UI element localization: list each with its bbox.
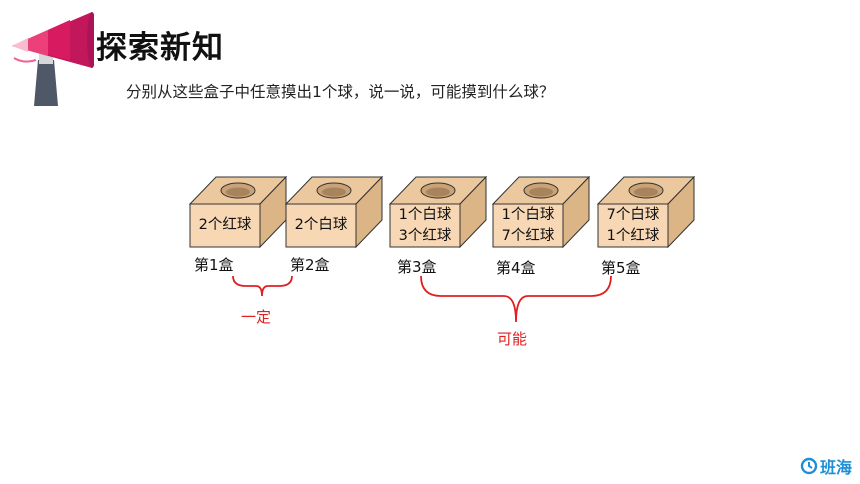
box-5-line2: 1个红球 <box>606 227 660 244</box>
possible-label: 可能 <box>497 330 528 348</box>
box-1: 2个红球 <box>188 175 288 249</box>
question-text: 分别从这些盒子中任意摸出1个球，说一说，可能摸到什么球？ <box>126 83 555 101</box>
box-1-line1: 2个红球 <box>198 217 252 233</box>
box-4-label: 第4盒 <box>496 259 536 277</box>
box-3-line2: 3个红球 <box>398 227 452 244</box>
box-3-line1: 1个白球 <box>398 206 452 223</box>
box-5: 7个白球 1个红球 <box>596 175 696 249</box>
box-5-line1: 7个白球 <box>606 206 660 223</box>
megaphone-icon <box>12 12 94 106</box>
box-1-label: 第1盒 <box>194 256 234 274</box>
box-3-label: 第3盒 <box>397 258 437 276</box>
brand-logo: 班海 <box>800 454 852 478</box>
box-2: 2个白球 <box>284 175 384 249</box>
certain-label: 一定 <box>241 308 272 326</box>
box-2-line1: 2个白球 <box>294 217 348 233</box>
certain-brace <box>232 275 293 297</box>
box-4-line2: 7个红球 <box>501 227 555 244</box>
box-cube-icon <box>491 175 591 249</box>
box-cube-icon <box>188 175 288 249</box>
box-cube-icon <box>388 175 488 249</box>
banhai-logo-icon <box>800 457 818 475</box>
box-cube-icon <box>284 175 384 249</box>
possible-brace <box>420 275 612 323</box>
box-4: 1个白球 7个红球 <box>491 175 591 249</box>
box-4-line1: 1个白球 <box>501 206 555 223</box>
page-title: 探索新知 <box>96 30 224 66</box>
box-2-label: 第2盒 <box>290 256 330 274</box>
box-cube-icon <box>596 175 696 249</box>
box-3: 1个白球 3个红球 <box>388 175 488 249</box>
logo-text: 班海 <box>819 458 852 477</box>
box-5-label: 第5盒 <box>601 259 641 277</box>
